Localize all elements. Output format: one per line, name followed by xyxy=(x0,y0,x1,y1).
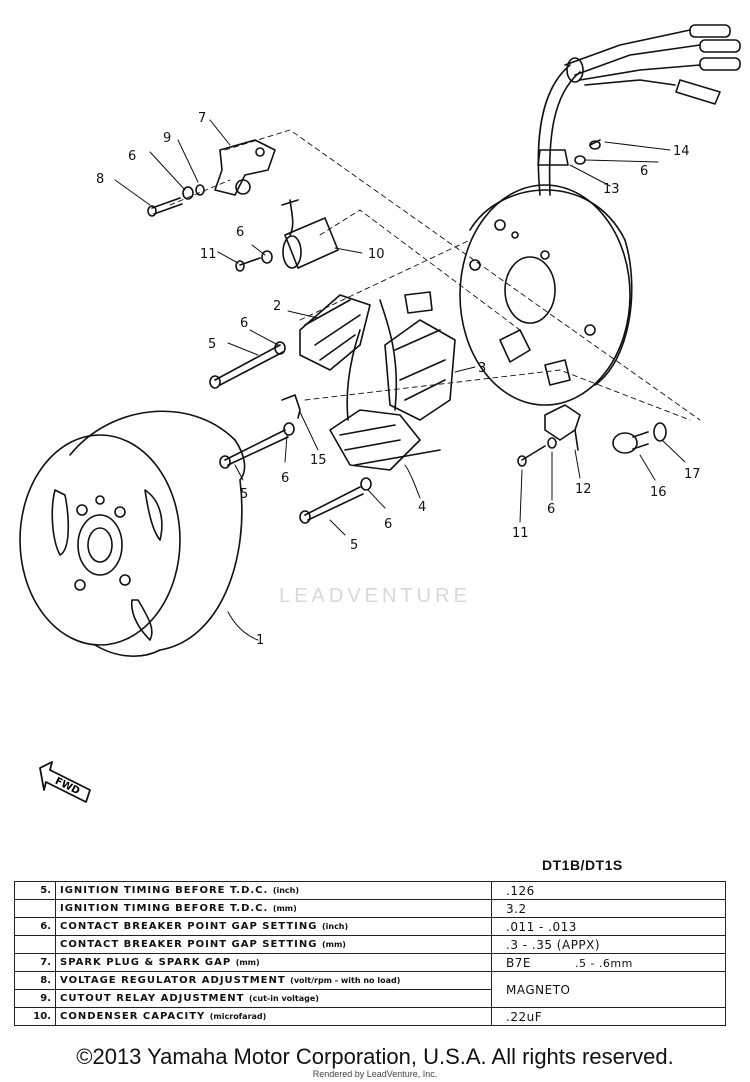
assembly-lines xyxy=(169,129,701,421)
table-row: CONTACT BREAKER POINT GAP SETTING (mm) .… xyxy=(14,935,726,954)
row-label: CONTACT BREAKER POINT GAP SETTING (mm) xyxy=(55,935,492,954)
callout-12: 12 xyxy=(575,482,592,497)
callout-11a: 11 xyxy=(200,247,217,262)
row-label: CUTOUT RELAY ADJUSTMENT (cut-in voltage) xyxy=(55,989,492,1008)
row-label: CONTACT BREAKER POINT GAP SETTING (inch) xyxy=(55,917,492,936)
condenser xyxy=(281,199,339,269)
callout-6e: 6 xyxy=(384,517,392,532)
row-value: .011 - .013 xyxy=(491,917,726,936)
row-number: 8. xyxy=(14,971,56,990)
charge-coil xyxy=(329,409,441,471)
callout-2: 2 xyxy=(273,299,281,314)
row-number: 7. xyxy=(14,953,56,972)
table-row: 6. CONTACT BREAKER POINT GAP SETTING (in… xyxy=(14,917,726,936)
callout-6a: 6 xyxy=(128,149,136,164)
watermark: LEADVENTURE xyxy=(279,585,471,607)
stator-coils xyxy=(346,291,456,421)
row-label: IGNITION TIMING BEFORE T.D.C. (mm) xyxy=(55,899,492,918)
fwd-arrow-icon: FWD xyxy=(39,761,91,803)
callout-11b: 11 xyxy=(512,526,529,541)
callout-6b: 6 xyxy=(236,225,244,240)
callout-13: 13 xyxy=(603,182,620,197)
leader-lines xyxy=(114,119,686,641)
callout-9: 9 xyxy=(163,131,171,146)
callout-4: 4 xyxy=(418,500,426,515)
callout-14: 14 xyxy=(673,144,690,159)
table-row: 10. CONDENSER CAPACITY (microfarad) .22u… xyxy=(14,1007,726,1026)
callout-15: 15 xyxy=(310,453,327,468)
callout-6f: 6 xyxy=(547,502,555,517)
callout-1: 1 xyxy=(256,633,264,648)
callout-5c: 5 xyxy=(350,538,358,553)
row-number: 10. xyxy=(14,1007,56,1026)
row-label: CONDENSER CAPACITY (microfarad) xyxy=(55,1007,492,1026)
washers xyxy=(182,155,586,491)
contact-breaker xyxy=(214,139,276,196)
callout-6c: 6 xyxy=(240,316,248,331)
bolts xyxy=(147,139,601,524)
callout-6d: 6 xyxy=(281,471,289,486)
table-row: 8. VOLTAGE REGULATOR ADJUSTMENT (volt/rp… xyxy=(14,971,726,1008)
row-number: 6. xyxy=(14,917,56,936)
spec-table: 5. IGNITION TIMING BEFORE T.D.C. (inch) … xyxy=(14,881,726,1026)
row-number: 5. xyxy=(14,881,56,900)
row-value: MAGNETO xyxy=(491,971,726,1008)
table-row: IGNITION TIMING BEFORE T.D.C. (mm) 3.2 xyxy=(14,899,726,918)
row-label: IGNITION TIMING BEFORE T.D.C. (inch) xyxy=(55,881,492,900)
callout-7: 7 xyxy=(198,111,206,126)
callout-17: 17 xyxy=(684,467,701,482)
model-label: DT1B/DT1S xyxy=(542,857,623,873)
callout-10: 10 xyxy=(368,247,385,262)
clip xyxy=(281,394,301,419)
callout-5b: 5 xyxy=(240,487,248,502)
stator-base-plate xyxy=(459,184,633,406)
rendered-by-notice: Rendered by LeadVenture, Inc. xyxy=(312,1069,438,1079)
row-number xyxy=(14,935,56,954)
callout-6g: 6 xyxy=(640,164,648,179)
lighting-coil xyxy=(299,294,371,371)
wire-harness xyxy=(537,24,741,196)
flywheel-rotor xyxy=(19,410,246,657)
row-value: .3 - .35 (APPX) xyxy=(491,935,726,954)
row-label: VOLTAGE REGULATOR ADJUSTMENT (volt/rpm -… xyxy=(55,971,492,990)
row-value: .126 xyxy=(491,881,726,900)
bracket xyxy=(544,404,581,451)
row-value: B7E.5 - .6mm xyxy=(491,953,726,972)
row-label: SPARK PLUG & SPARK GAP (mm) xyxy=(55,953,492,972)
copyright-notice: ©2013 Yamaha Motor Corporation, U.S.A. A… xyxy=(76,1044,674,1069)
row-number: 9. xyxy=(14,989,56,1008)
magneto-exploded-diagram: 1 2 3 4 5 5 5 6 6 6 6 6 6 6 7 8 9 10 11 … xyxy=(19,24,741,657)
table-row: 5. IGNITION TIMING BEFORE T.D.C. (inch) … xyxy=(14,881,726,900)
callout-5a: 5 xyxy=(208,337,216,352)
row-value: 3.2 xyxy=(491,899,726,918)
table-row: 7. SPARK PLUG & SPARK GAP (mm) B7E.5 - .… xyxy=(14,953,726,972)
callout-8: 8 xyxy=(96,172,104,187)
screw xyxy=(612,422,667,454)
callout-16: 16 xyxy=(650,485,667,500)
row-number xyxy=(14,899,56,918)
callout-3: 3 xyxy=(478,361,486,376)
row-value: .22uF xyxy=(491,1007,726,1026)
